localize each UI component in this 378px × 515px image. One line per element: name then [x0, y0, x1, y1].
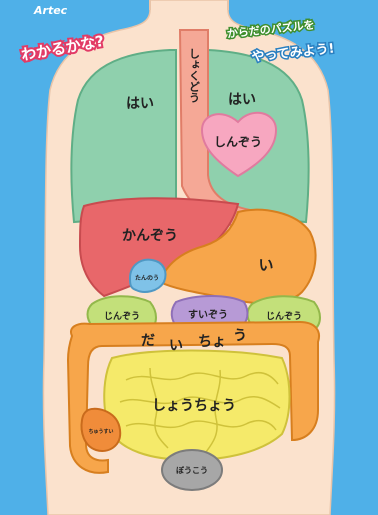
- large-intestine-label-4: う: [233, 328, 247, 344]
- kidney-right-label: じんぞう: [266, 311, 302, 322]
- heart-label: しんぞう: [214, 135, 262, 149]
- large-intestine-label-3: ちょ: [198, 334, 226, 350]
- brand-logo-text: Artec: [33, 4, 68, 17]
- lung-left-label: はい: [126, 96, 154, 112]
- large-intestine-label-2: い: [169, 338, 183, 354]
- esophagus-label: しょくどう: [188, 48, 201, 103]
- kidney-left-label: じんぞう: [104, 311, 140, 322]
- gallbladder-label: たんのう: [135, 275, 159, 282]
- appendix-label: ちゅうすい: [88, 428, 113, 435]
- stomach-label: い: [258, 256, 273, 274]
- pancreas-label: すいぞう: [188, 309, 228, 321]
- large-intestine-label-1: だ: [141, 333, 155, 349]
- lung-right-label: はい: [228, 92, 256, 108]
- liver-label: かんぞう: [122, 228, 178, 244]
- small-intestine-label: しょうちょう: [152, 398, 236, 414]
- bladder-label: ぼうこう: [176, 465, 208, 475]
- brand-logo: Artec: [33, 4, 68, 17]
